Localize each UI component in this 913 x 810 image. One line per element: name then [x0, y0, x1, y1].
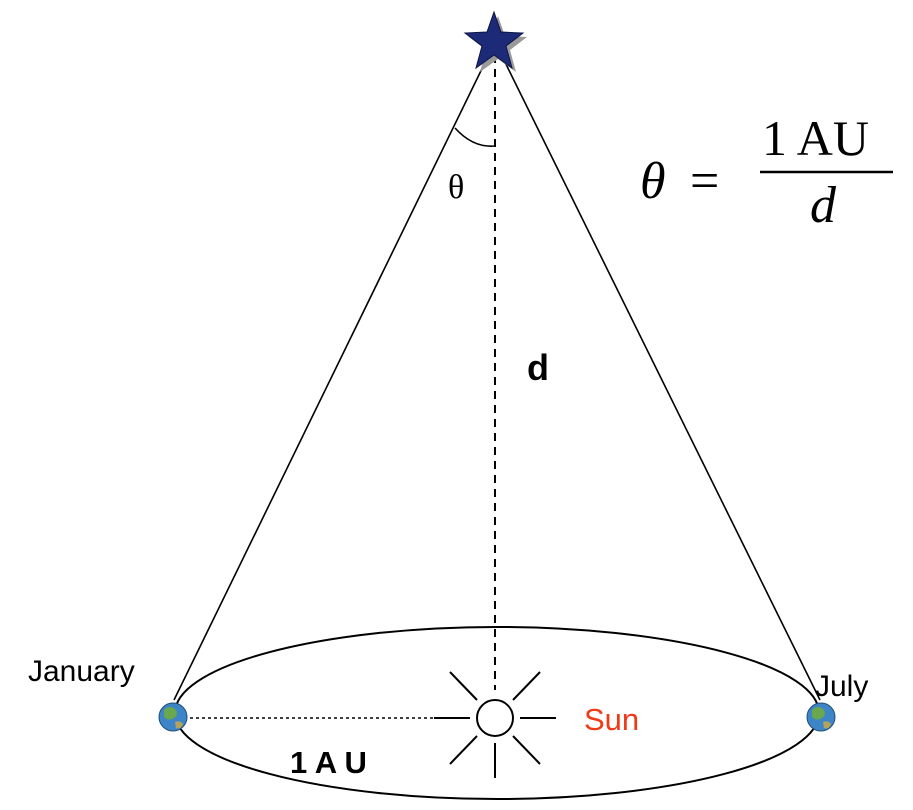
- formula-lhs: θ: [640, 153, 666, 210]
- july-label: July: [815, 670, 868, 703]
- sight-line-july: [494, 41, 821, 701]
- january-label: January: [28, 655, 135, 688]
- theta-label: θ: [448, 169, 464, 206]
- sun-icon: [434, 671, 556, 778]
- star-icon: [463, 10, 527, 72]
- formula-equals: =: [690, 153, 719, 210]
- sun-label: Sun: [584, 702, 639, 737]
- earth-icon: [806, 702, 836, 732]
- formula-denominator: d: [810, 177, 837, 234]
- sight-line-january: [173, 41, 496, 701]
- baseline-label: 1 A U: [290, 745, 367, 780]
- formula-numerator: 1 AU: [762, 110, 869, 166]
- earth-icon: [158, 702, 188, 732]
- parallax-formula: θ = 1 AU d: [640, 110, 893, 234]
- distance-label: d: [527, 347, 549, 388]
- parallax-angle-arc: [454, 127, 496, 147]
